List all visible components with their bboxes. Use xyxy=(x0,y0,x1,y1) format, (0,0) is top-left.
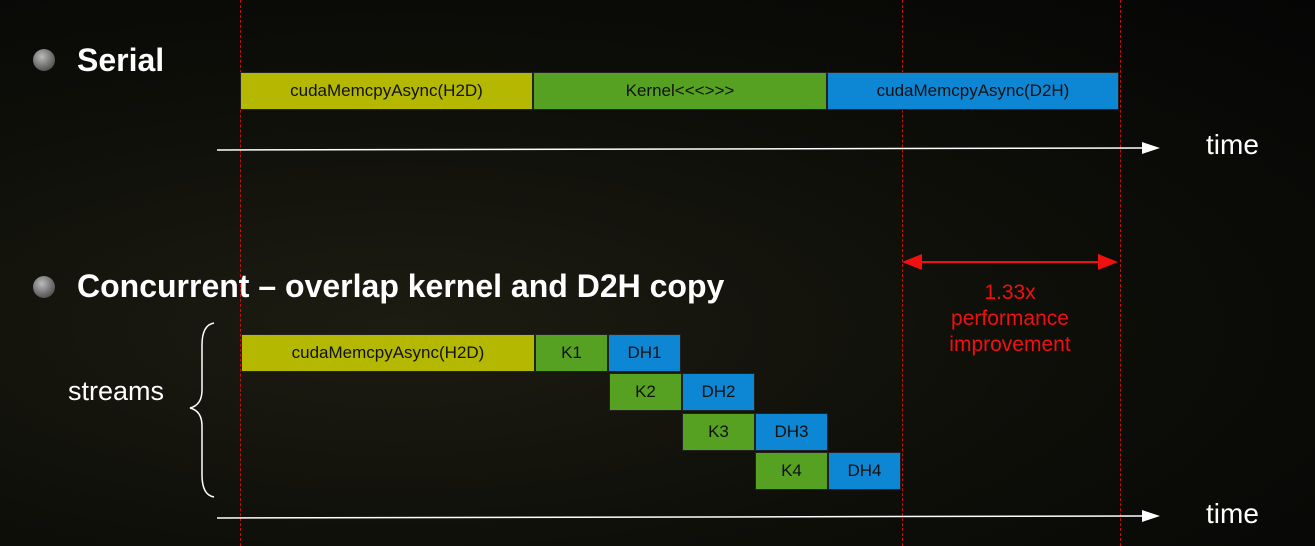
serial-h2d-block: cudaMemcpyAsync(H2D) xyxy=(240,72,533,110)
improvement-annotation: 1.33x performance improvement xyxy=(930,280,1090,358)
dh3-block: DH3 xyxy=(755,413,828,451)
guide-line-serial-end xyxy=(1120,0,1121,546)
k1-block: K1 xyxy=(535,334,608,372)
streams-label: streams xyxy=(68,376,165,406)
serial-d2h-block: cudaMemcpyAsync(D2H) xyxy=(827,72,1119,110)
serial-time-label: time xyxy=(1206,129,1259,160)
serial-kernel-block: Kernel<<<>>> xyxy=(533,72,827,110)
guide-line-start xyxy=(240,0,241,546)
concurrent-time-label: time xyxy=(1206,498,1259,529)
serial-heading: Serial xyxy=(77,42,165,78)
improvement-line1: performance xyxy=(951,307,1069,330)
dh1-block: DH1 xyxy=(608,334,681,372)
improvement-line2: improvement xyxy=(949,333,1071,356)
concurrent-heading: Concurrent – overlap kernel and D2H copy xyxy=(77,268,725,304)
k2-block: K2 xyxy=(609,373,682,411)
improvement-factor: 1.33x xyxy=(984,281,1036,304)
guide-line-concurrent-end xyxy=(902,0,903,546)
bullet-icon xyxy=(33,276,55,298)
dh4-block: DH4 xyxy=(828,452,901,490)
k4-block: K4 xyxy=(755,452,828,490)
k3-block: K3 xyxy=(682,413,755,451)
bullet-icon xyxy=(33,49,55,71)
dh2-block: DH2 xyxy=(682,373,755,411)
concurrent-h2d-block: cudaMemcpyAsync(H2D) xyxy=(241,334,535,372)
